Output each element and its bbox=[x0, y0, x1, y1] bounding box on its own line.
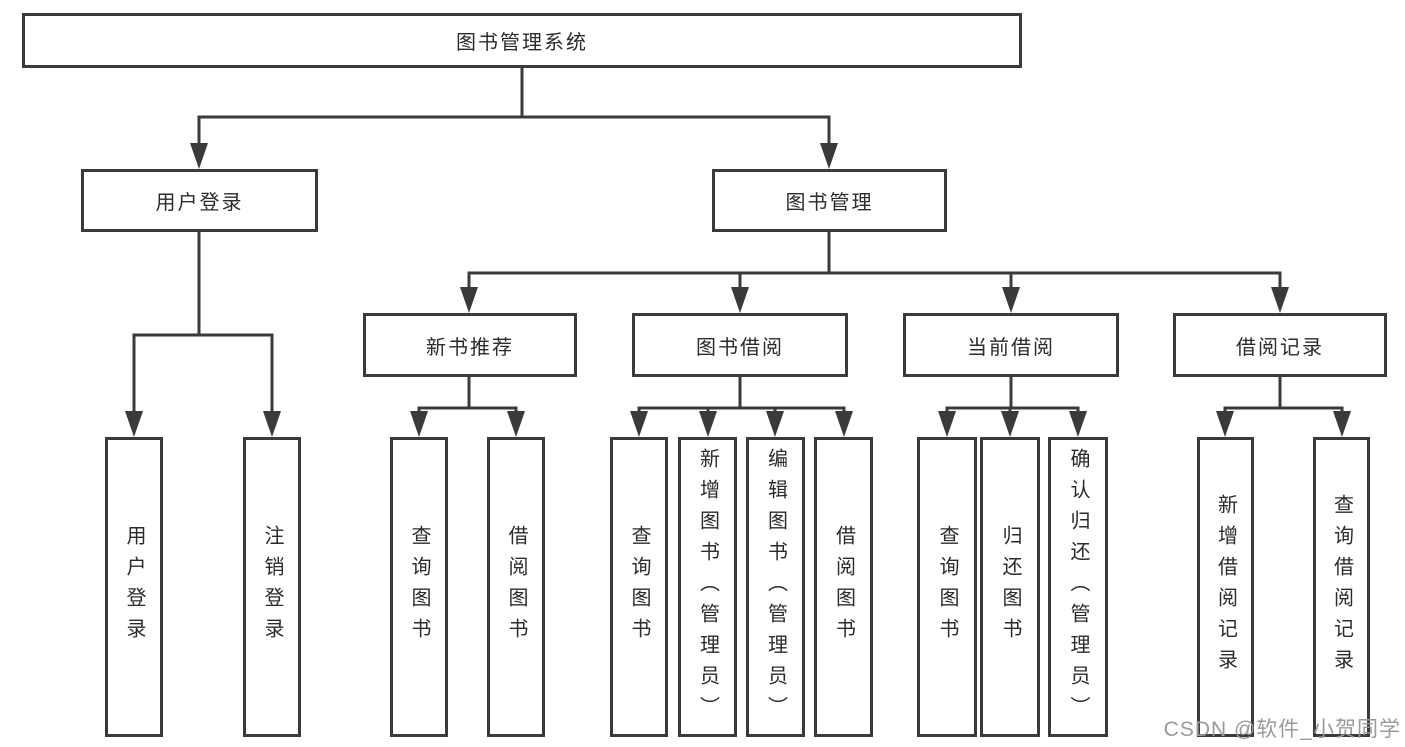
node-borrowing-records: 借阅记录 bbox=[1173, 313, 1387, 377]
arrowhead-icons bbox=[125, 143, 1351, 437]
node-label: 用户登录 bbox=[155, 192, 244, 214]
leaf-query-borrow-record: 查询借阅记录 bbox=[1313, 437, 1370, 737]
node-label: 查询图书 bbox=[936, 525, 958, 649]
leaf-add-borrow-record: 新增借阅记录 bbox=[1197, 437, 1254, 737]
node-label: 新增借阅记录 bbox=[1214, 494, 1237, 680]
node-label: 新书推荐 bbox=[426, 336, 514, 359]
node-label: 归还图书 bbox=[999, 525, 1021, 649]
leaf-borrow-books-borrowing: 借阅图书 bbox=[814, 437, 873, 737]
leaf-query-books-recommend: 查询图书 bbox=[390, 437, 448, 737]
node-label: 当前借阅 bbox=[967, 336, 1055, 359]
node-label: 借阅图书 bbox=[832, 525, 855, 649]
leaf-logout: 注销登录 bbox=[243, 437, 301, 737]
node-label: 借阅图书 bbox=[505, 525, 527, 649]
node-label: 图书管理系统 bbox=[456, 32, 588, 54]
node-label: 用户登录 bbox=[123, 525, 145, 649]
leaf-query-books-borrowing: 查询图书 bbox=[610, 437, 668, 737]
node-library-management-system: 图书管理系统 bbox=[22, 13, 1022, 68]
leaf-user-login: 用户登录 bbox=[105, 437, 163, 737]
node-label: 查询图书 bbox=[408, 525, 430, 649]
node-new-book-recommendation: 新书推荐 bbox=[363, 313, 577, 377]
leaf-query-books-current: 查询图书 bbox=[917, 437, 977, 737]
node-label: 确认归还（管理员） bbox=[1067, 447, 1089, 727]
leaf-add-book-admin: 新增图书（管理员） bbox=[678, 437, 737, 737]
leaf-return-books: 归还图书 bbox=[980, 437, 1040, 737]
node-book-borrowing: 图书借阅 bbox=[632, 313, 848, 377]
node-label: 图书管理 bbox=[785, 192, 874, 214]
node-label: 查询图书 bbox=[628, 525, 650, 649]
node-current-borrowing: 当前借阅 bbox=[903, 313, 1119, 377]
leaf-edit-book-admin: 编辑图书（管理员） bbox=[746, 437, 805, 737]
leaf-confirm-return-admin: 确认归还（管理员） bbox=[1048, 437, 1108, 737]
node-label: 查询借阅记录 bbox=[1330, 494, 1353, 680]
node-label: 编辑图书（管理员） bbox=[764, 447, 787, 727]
leaf-borrow-books-recommend: 借阅图书 bbox=[487, 437, 545, 737]
node-label: 借阅记录 bbox=[1236, 336, 1324, 359]
node-label: 注销登录 bbox=[261, 525, 283, 649]
node-book-management: 图书管理 bbox=[712, 169, 947, 232]
node-label: 新增图书（管理员） bbox=[696, 447, 719, 727]
node-user-login: 用户登录 bbox=[81, 169, 318, 232]
node-label: 图书借阅 bbox=[696, 336, 784, 359]
watermark: CSDN @软件_小贺同学 bbox=[1163, 718, 1401, 741]
